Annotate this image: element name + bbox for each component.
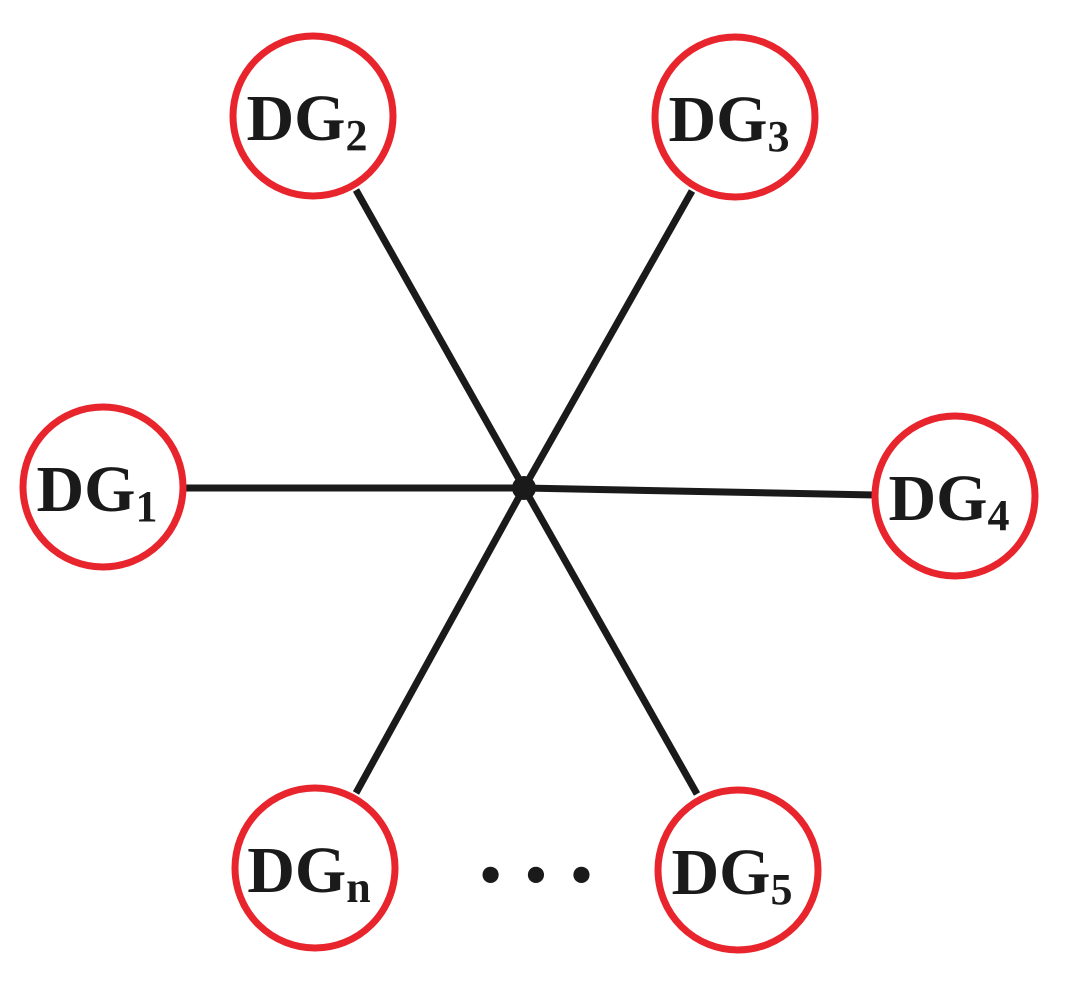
hub-node — [512, 476, 536, 500]
edge-hub-to-dgn — [352, 486, 528, 795]
node-circle-dg5 — [654, 786, 822, 954]
node-dg2: DG2 — [229, 32, 397, 200]
node-dg5: DG5 — [654, 786, 822, 954]
edges-layer — [183, 188, 876, 796]
edge-hub-to-dg2 — [352, 188, 528, 490]
ellipsis: • • • — [476, 849, 596, 903]
node-label-dg2: DG2 — [247, 82, 368, 160]
node-label-dg3: DG3 — [669, 83, 790, 161]
node-label-base: DG — [672, 836, 771, 909]
node-label-subscript: 1 — [136, 482, 158, 531]
node-label-base: DG — [247, 834, 346, 907]
node-label-base: DG — [247, 82, 346, 155]
edge-hub-to-dg5 — [520, 486, 701, 796]
ellipsis-dots: • • • — [476, 849, 596, 903]
node-circle-dg4 — [871, 412, 1039, 580]
node-dg3: DG3 — [651, 33, 819, 201]
node-dg1: DG1 — [19, 403, 187, 571]
edge-hub-to-dg4 — [523, 484, 876, 499]
node-label-subscript: 5 — [771, 865, 793, 914]
node-label-dg5: DG5 — [672, 836, 793, 914]
node-label-dg1: DG1 — [37, 453, 158, 531]
node-label-base: DG — [889, 462, 988, 535]
node-label-dg4: DG4 — [889, 462, 1010, 540]
node-circle-dg2 — [229, 32, 397, 200]
edge-hub-to-dg3 — [520, 189, 696, 490]
node-dg4: DG4 — [871, 412, 1039, 580]
node-label-base: DG — [669, 83, 768, 156]
node-label-subscript: 2 — [346, 111, 368, 160]
node-dgn: DGn — [231, 784, 399, 952]
node-label-subscript: 3 — [768, 112, 790, 161]
node-circle-dg1 — [19, 403, 187, 571]
node-label-subscript: n — [346, 863, 370, 912]
node-circle-dg3 — [651, 33, 819, 201]
node-label-dgn: DGn — [247, 834, 370, 912]
node-label-subscript: 4 — [988, 491, 1010, 540]
node-circle-dgn — [231, 784, 399, 952]
node-label-base: DG — [37, 453, 136, 526]
